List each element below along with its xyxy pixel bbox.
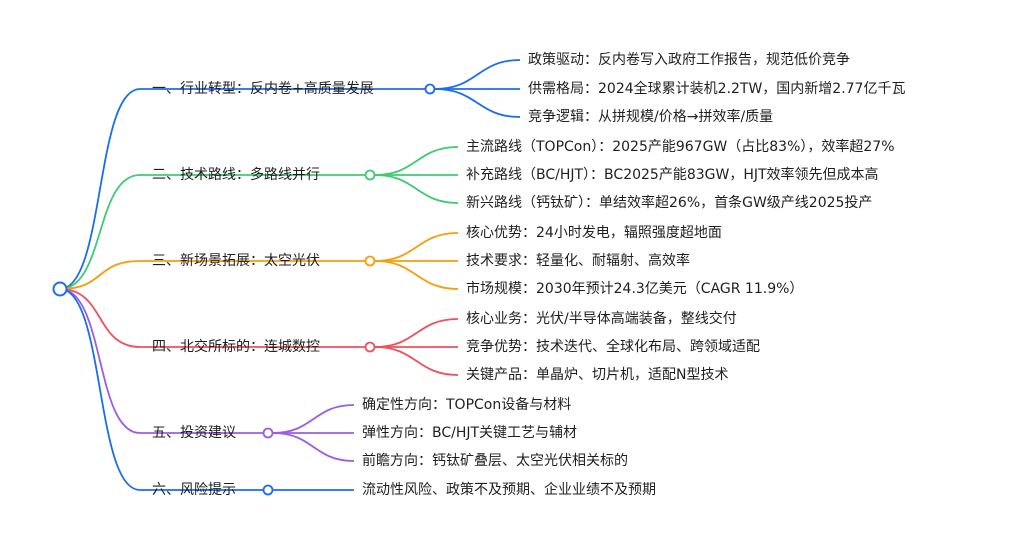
child-link: [374, 146, 459, 176]
branch-label: 四、北交所标的：连城数控: [152, 339, 320, 355]
branch-node[interactable]: [262, 484, 274, 496]
child-link: [374, 318, 459, 348]
branch-label: 五、投资建议: [152, 425, 236, 441]
branch-link: [59, 88, 425, 290]
branch-label: 二、技术路线：多路线并行: [152, 167, 320, 183]
leaf-label: 新兴路线（钙钛矿）：单结效率超26%，首条GW级产线2025投产: [466, 195, 873, 211]
branch-node[interactable]: [262, 427, 274, 439]
leaf-label: 关键产品：单晶炉、切片机，适配N型技术: [466, 367, 729, 383]
leaf-label: 确定性方向：TOPCon设备与材料: [362, 397, 572, 413]
child-link: [434, 59, 521, 90]
leaf-label: 弹性方向：BC/HJT关键工艺与辅材: [362, 425, 578, 441]
child-link: [374, 174, 459, 204]
leaf-label: 供需格局：2024全球累计装机2.2TW，国内新增2.77亿千瓦: [528, 81, 906, 97]
leaf-label: 主流路线（TOPCon）：2025产能967GW（占比83%），效率超27%: [466, 139, 895, 155]
leaf-label: 竞争优势：技术迭代、全球化布局、跨领域适配: [466, 339, 760, 355]
leaf-label: 市场规模：2030年预计24.3亿美元（CAGR 11.9%）: [466, 281, 804, 297]
child-link: [272, 404, 355, 434]
leaf-label: 前瞻方向：钙钛矿叠层、太空光伏相关标的: [362, 453, 628, 469]
branch-label: 六、风险提示: [152, 482, 236, 498]
branch-node[interactable]: [364, 255, 376, 267]
root-node[interactable]: [52, 281, 68, 297]
leaf-label: 政策驱动：反内卷写入政府工作报告，规范低价竞争: [528, 52, 850, 68]
branch-node[interactable]: [364, 169, 376, 181]
leaf-label: 核心业务：光伏/半导体高端装备，整线交付: [466, 311, 737, 327]
branch-link: [59, 174, 365, 290]
child-link: [374, 232, 459, 262]
branch-link: [59, 288, 263, 491]
child-link: [374, 260, 459, 290]
leaf-label: 技术要求：轻量化、耐辐射、高效率: [466, 253, 690, 269]
branch-label: 三、新场景拓展：太空光伏: [152, 253, 320, 269]
leaf-label: 竞争逻辑：从拼规模/价格→拼效率/质量: [528, 109, 774, 125]
branch-link: [59, 288, 263, 434]
leaf-label: 核心优势：24小时发电，辐照强度超地面: [466, 225, 722, 241]
branch-link: [59, 260, 365, 290]
child-link: [374, 346, 459, 376]
leaf-label: 补充路线（BC/HJT）：BC2025产能83GW，HJT效率领先但成本高: [466, 167, 879, 183]
branch-node[interactable]: [364, 341, 376, 353]
child-link: [272, 432, 355, 462]
branch-label: 一、行业转型：反内卷+高质量发展: [152, 81, 374, 97]
child-link: [434, 88, 521, 118]
branch-link: [59, 288, 365, 348]
branch-node[interactable]: [424, 83, 436, 95]
leaf-label: 流动性风险、政策不及预期、企业业绩不及预期: [362, 482, 656, 498]
